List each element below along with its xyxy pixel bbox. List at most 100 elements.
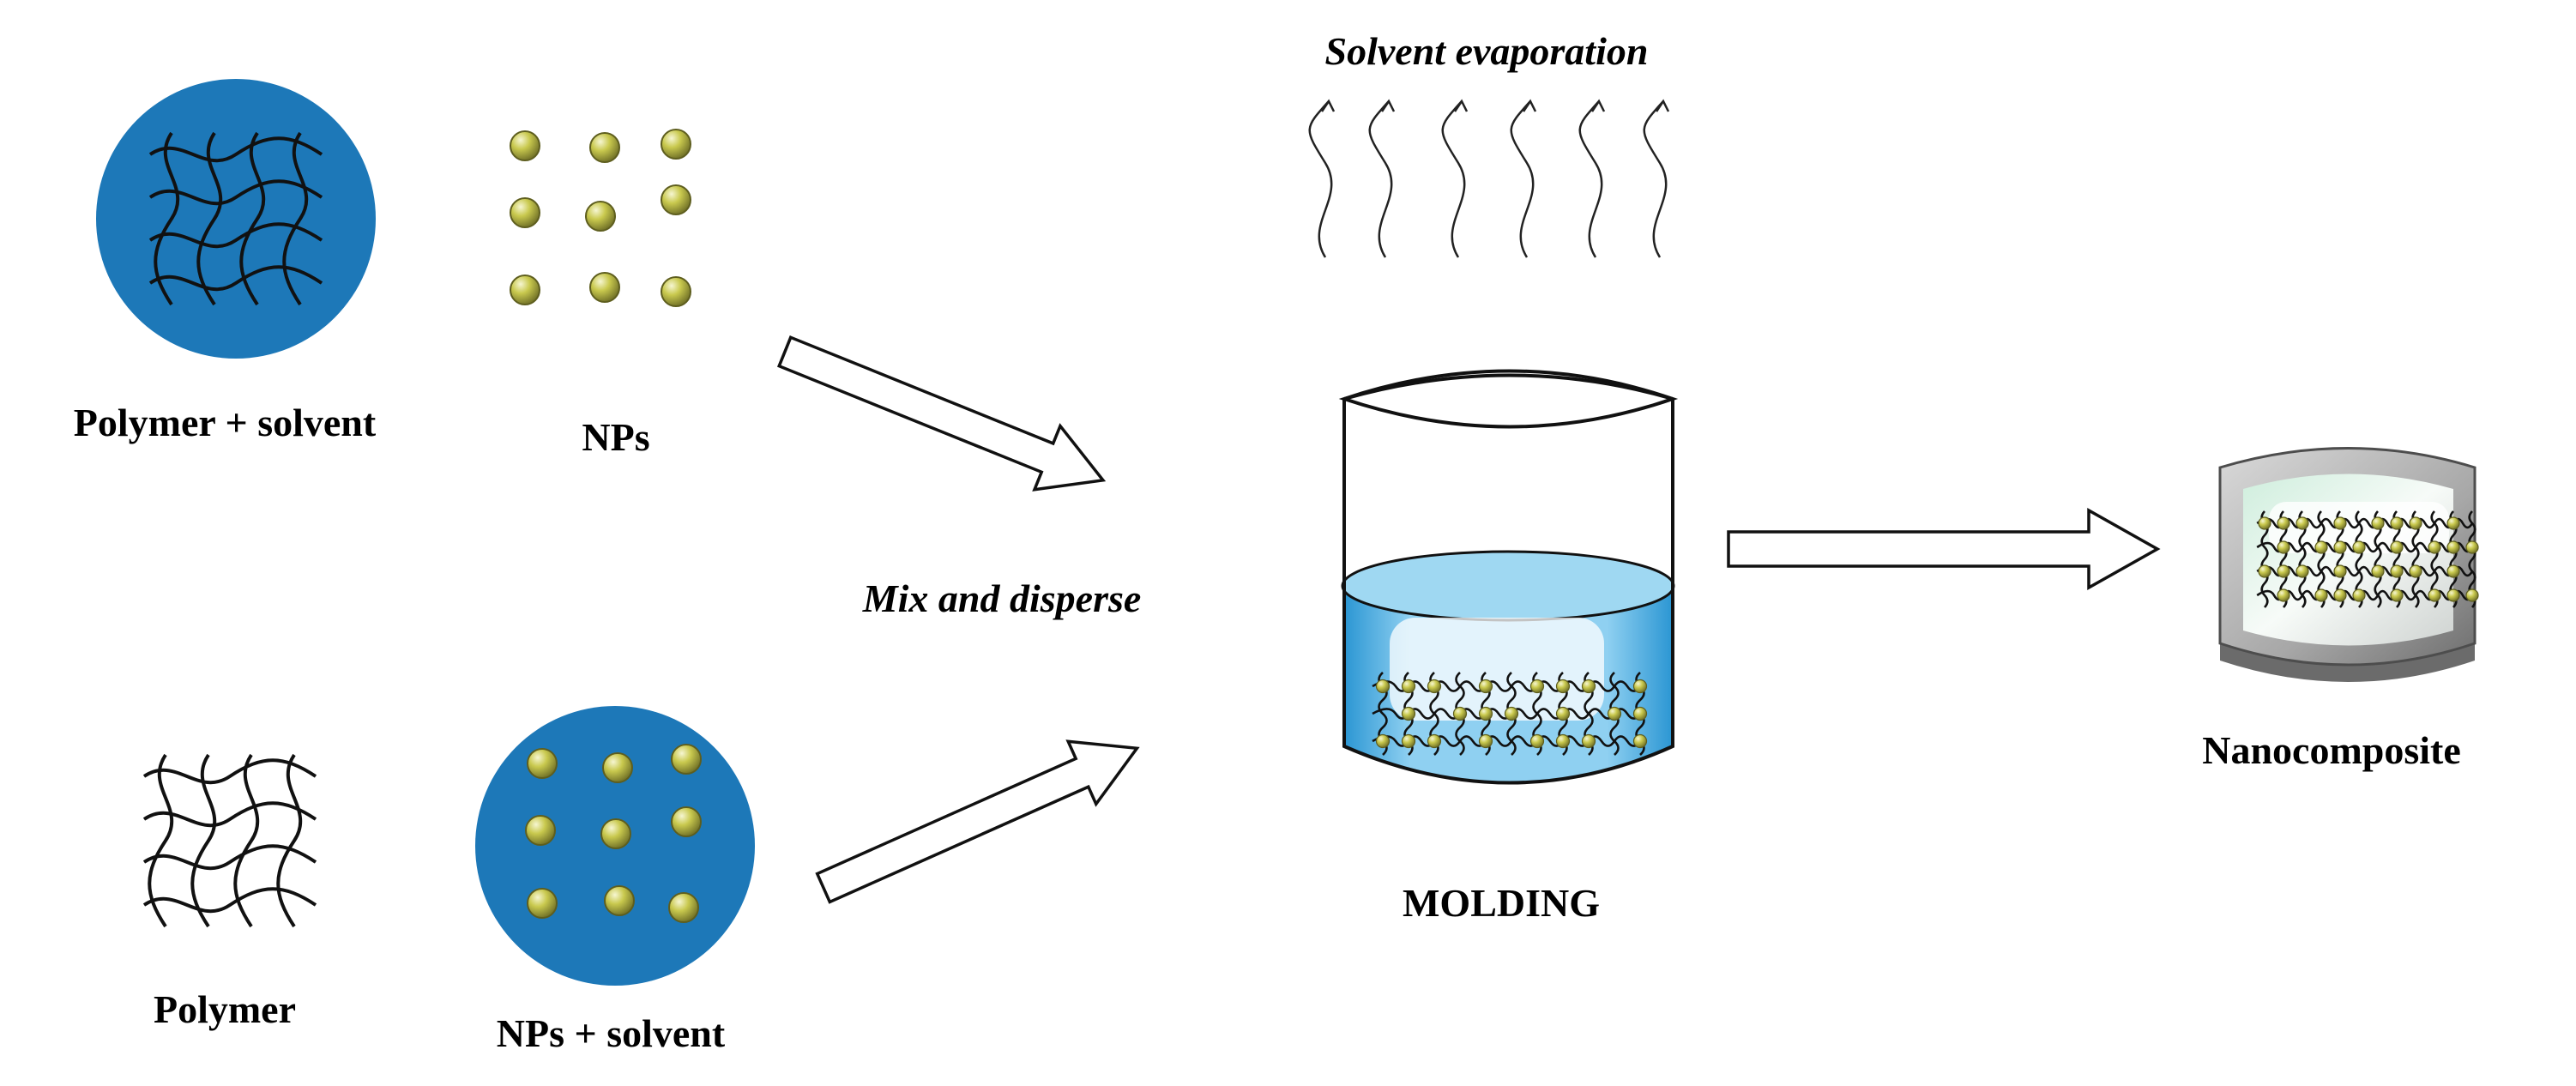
nanoparticle-icon — [2314, 540, 2328, 554]
nanoparticle-icon — [1555, 706, 1571, 721]
arrowhead-icon — [1522, 99, 1537, 112]
arrowhead-icon — [1453, 99, 1469, 112]
nanoparticle-icon — [2258, 564, 2271, 578]
nanoparticle-icon — [2371, 516, 2385, 530]
nanoparticle-icon — [2446, 516, 2460, 530]
nanoparticle-grid — [525, 744, 702, 923]
nanoparticle-icon — [661, 276, 691, 307]
polymer-label: Polymer — [154, 987, 296, 1031]
nanoparticle-icon — [527, 888, 558, 919]
solvent-evaporation-label: Solvent evaporation — [1325, 29, 1649, 73]
nanoparticle-icon — [1581, 679, 1596, 694]
nanoparticle-icon — [1632, 706, 1648, 721]
polymer-nanoparticle-network — [2256, 510, 2479, 608]
nanoparticle-icon — [2428, 588, 2441, 602]
nanoparticle-icon — [510, 275, 540, 305]
nanoparticle-icon — [1607, 706, 1622, 721]
polymer-group: Polymer — [142, 753, 317, 1031]
nanoparticle-icon — [1401, 679, 1416, 694]
beaker-icon — [1338, 369, 1679, 785]
hollow-block-arrow-icon — [1727, 508, 2161, 590]
nanoparticle-icon — [2352, 588, 2366, 602]
nanoparticle-icon — [2333, 564, 2347, 578]
nanoparticle-icon — [1401, 733, 1416, 749]
arrowhead-icon — [1655, 99, 1670, 112]
nanoparticle-icon — [2314, 588, 2328, 602]
nps-solvent-group: NPs + solvent — [475, 706, 755, 1055]
nanoparticle-icon — [2465, 540, 2479, 554]
nanoparticle-icon — [2277, 564, 2290, 578]
nanoparticle-icon — [527, 748, 558, 779]
nanoparticle-icon — [2465, 588, 2479, 602]
beaker-wall — [1342, 399, 1674, 785]
nanoparticle-icon — [2409, 516, 2422, 530]
nanoparticle-icon — [1581, 733, 1596, 749]
nanoparticle-icon — [2446, 564, 2460, 578]
liquid-surface — [1341, 550, 1675, 622]
nanoparticle-icon — [2333, 588, 2347, 602]
polymer-solvent-label: Polymer + solvent — [74, 401, 377, 444]
wavy-vapor-line-icon — [1441, 100, 1466, 258]
nanoparticle-icon — [1427, 679, 1442, 694]
nanoparticle-icon — [2409, 564, 2422, 578]
nanoparticle-icon — [1555, 733, 1571, 749]
nanoparticle-icon — [2277, 540, 2290, 554]
nanoparticle-icon — [1632, 733, 1648, 749]
nanoparticle-icon — [2390, 516, 2404, 530]
nanoparticle-icon — [1478, 679, 1493, 694]
nanocomposite-label: Nanocomposite — [2202, 728, 2461, 772]
nanoparticle-icon — [2295, 564, 2309, 578]
polymer-network-icon — [142, 753, 317, 928]
wavy-vapor-line-icon — [1368, 100, 1393, 258]
nanoparticle-icon — [2258, 516, 2271, 530]
nanoparticle-icon — [2352, 540, 2366, 554]
wavy-vapor-line-icon — [1308, 100, 1333, 258]
arrowhead-icon — [1380, 99, 1396, 112]
nanoparticle-icon — [671, 744, 702, 775]
nanoparticle-grid — [510, 129, 691, 307]
nanoparticle-icon — [589, 272, 620, 303]
wavy-vapor-line-icon — [1510, 100, 1535, 258]
nanoparticle-icon — [668, 892, 699, 923]
nanoparticle-icon — [585, 201, 616, 232]
nanoparticle-icon — [525, 815, 556, 846]
nanoparticle-icon — [602, 752, 633, 783]
nanoparticle-icon — [1478, 706, 1493, 721]
nanoparticle-icon — [2333, 516, 2347, 530]
arrowhead-icon — [1590, 99, 1606, 112]
nanoparticle-icon — [1504, 706, 1519, 721]
nanoparticle-icon — [2446, 588, 2460, 602]
nanoparticle-icon — [2390, 588, 2404, 602]
nanoparticle-icon — [2390, 540, 2404, 554]
nanoparticle-icon — [2333, 540, 2347, 554]
nps-solvent-label: NPs + solvent — [497, 1011, 726, 1055]
molding-label: MOLDING — [1403, 881, 1600, 925]
nanocomposite-icon — [2218, 447, 2479, 682]
nanoparticle-icon — [1555, 679, 1571, 694]
mix-disperse-label: Mix and disperse — [862, 576, 1142, 620]
nanoparticle-icon — [2371, 564, 2385, 578]
nanoparticle-icon — [1452, 706, 1468, 721]
wavy-vapor-line-icon — [1578, 100, 1603, 258]
wavy-vapor-line-icon — [1643, 100, 1668, 258]
nanoparticle-icon — [2277, 588, 2290, 602]
evaporation-vapor-group — [1308, 99, 1670, 258]
nanoparticle-icon — [1529, 733, 1545, 749]
hollow-block-arrow-icon — [815, 739, 1140, 904]
nanoparticle-icon — [1375, 679, 1391, 694]
nps-group: NPs — [510, 129, 691, 459]
nanoparticle-icon — [661, 129, 691, 160]
solvent-circle — [96, 79, 376, 359]
nanoparticle-icon — [600, 818, 631, 849]
nanoparticle-icon — [1632, 679, 1648, 694]
nanoparticle-icon — [2277, 516, 2290, 530]
nps-label: NPs — [582, 415, 649, 459]
nanoparticle-icon — [1529, 679, 1545, 694]
polymer-solvent-group: Polymer + solvent — [74, 79, 377, 444]
nanoparticle-icon — [1478, 733, 1493, 749]
nanoparticle-icon — [510, 197, 540, 228]
nanoparticle-icon — [661, 184, 691, 215]
nanoparticle-icon — [604, 885, 635, 916]
nanoparticle-icon — [510, 130, 540, 161]
